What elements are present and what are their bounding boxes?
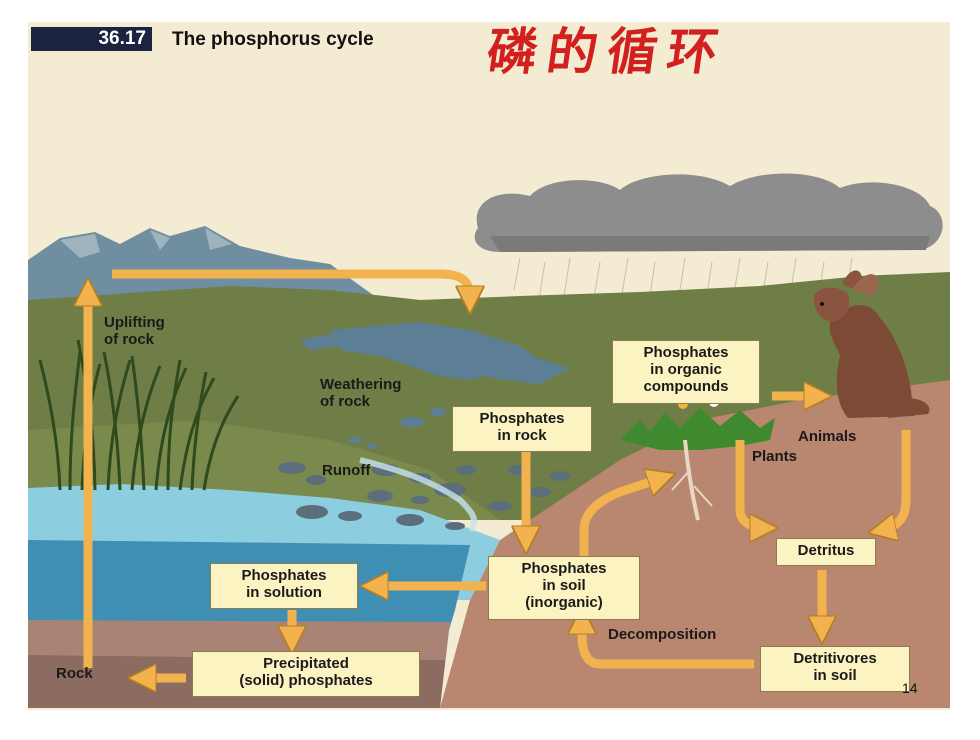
rabbit-icon xyxy=(813,270,930,418)
arrow-soil-to-plants xyxy=(579,478,662,560)
arrow-animals-to-detritus xyxy=(882,430,911,530)
label-runoff: Runoff xyxy=(322,462,371,479)
figure-number: 36.17 xyxy=(31,27,152,51)
box-precipitated-phosphates: Precipitated (solid) phosphates xyxy=(192,651,420,697)
box-detritus: Detritus xyxy=(776,538,876,566)
label-animals: Animals xyxy=(798,428,857,445)
box-detritivores-in-soil: Detritivores in soil xyxy=(760,646,910,692)
rock-icon xyxy=(300,322,570,449)
arrow-weathering xyxy=(112,269,470,300)
dandelion-icon xyxy=(620,397,775,521)
box-phosphates-in-solution: Phosphates in solution xyxy=(210,563,358,609)
box-phosphates-in-rock: Phosphates in rock xyxy=(452,406,592,452)
box-phosphates-in-soil: Phosphates in soil (inorganic) xyxy=(488,556,640,620)
label-rock: Rock xyxy=(56,665,93,682)
handwritten-title: 磷的循环 xyxy=(483,22,732,81)
page-number: 14 xyxy=(902,680,918,696)
runoff-stones xyxy=(278,462,570,530)
box-phosphates-organic: Phosphates in organic compounds xyxy=(612,340,760,404)
label-plants: Plants xyxy=(752,448,798,465)
arrow-decomposition xyxy=(582,620,754,669)
figure-title: The phosphorus cycle xyxy=(172,29,374,50)
label-uplifting-of-rock: Uplifting of rock xyxy=(104,314,165,348)
label-decomposition: Decomposition xyxy=(608,626,717,643)
cloud-icon xyxy=(474,173,943,252)
cycle-arrows xyxy=(88,269,911,678)
label-weathering-of-rock: Weathering of rock xyxy=(320,376,402,410)
arrow-plants-to-detritus xyxy=(735,440,764,528)
